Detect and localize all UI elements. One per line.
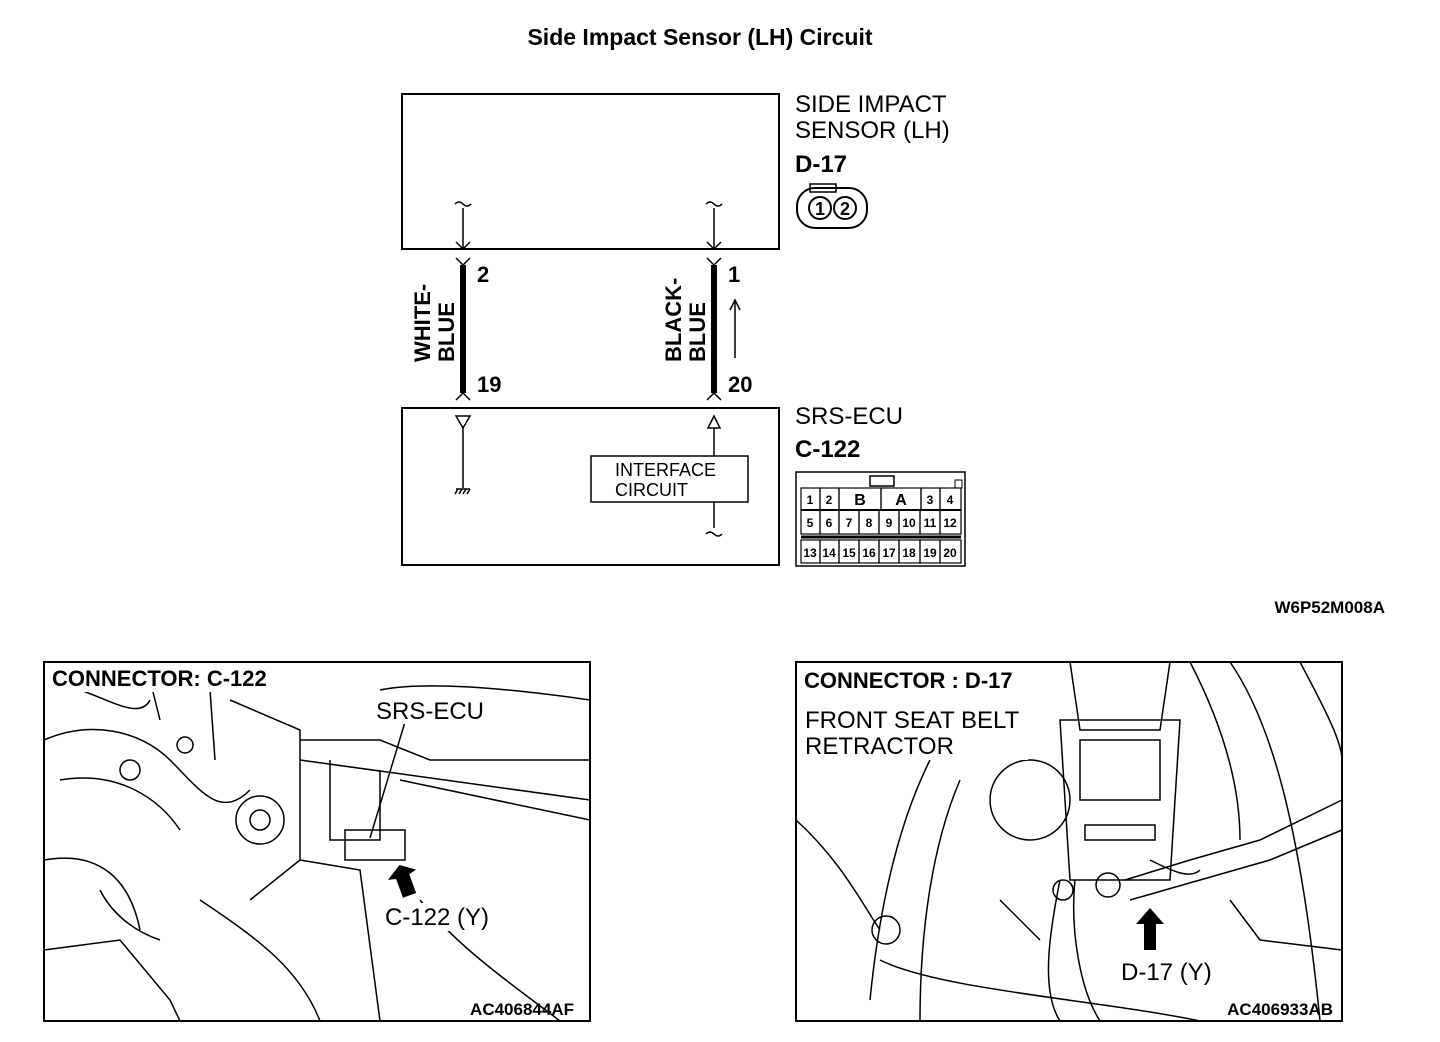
ecu-cell-6: 6: [826, 516, 833, 530]
ecu-cell-A: A: [895, 492, 907, 509]
sensor-internal-stubs: [454, 201, 723, 251]
ecu-internal-wiring: [454, 414, 723, 537]
photo-left-callout: C-122 (Y): [385, 904, 489, 931]
photo-right-component-line1: FRONT SEAT BELT: [805, 707, 1020, 734]
ecu-box: [401, 407, 780, 566]
sensor-pin-1: 1: [815, 199, 825, 219]
sensor-name-line1: SIDE IMPACT: [795, 91, 947, 118]
ecu-cell-2: 2: [826, 493, 833, 507]
interface-circuit-box: [590, 455, 749, 503]
wire1-color-line2: BLUE: [434, 302, 459, 362]
wire2-color-label: BLACK- BLUE: [661, 278, 710, 362]
wire1-ecu-pin: 19: [477, 372, 501, 397]
interface-line1: INTERFACE: [615, 460, 716, 480]
ecu-cell-13: 13: [803, 546, 817, 560]
ecu-cell-15: 15: [842, 546, 856, 560]
ecu-cell-10: 10: [902, 516, 916, 530]
ecu-cell-19: 19: [923, 546, 937, 560]
photo-left-drawing: [43, 679, 591, 1022]
photo-right-code: AC406933AB: [1227, 1000, 1333, 1019]
sensor-pin-2: 2: [840, 199, 850, 219]
ecu-connector-label: C-122: [795, 436, 860, 463]
ecu-cell-B: B: [854, 492, 866, 509]
wire1-color-label: WHITE- BLUE: [410, 284, 459, 362]
sensor-box: [401, 93, 780, 250]
photo-right: CONNECTOR : D-17 FRONT SEAT BELT RETRACT…: [795, 661, 1343, 1022]
ecu-connector-icon: 1 2 B A 3 4 5 6 7 8 9 10 11 12 13 14 15 …: [795, 471, 966, 567]
wire1-color-line1: WHITE-: [410, 284, 435, 362]
photo-left-component: SRS-ECU: [376, 698, 484, 725]
photo-left-arrow-icon: [387, 864, 417, 898]
diagram-title: Side Impact Sensor (LH) Circuit: [527, 24, 873, 50]
ecu-cell-16: 16: [862, 546, 876, 560]
photo-right-component-line2: RETRACTOR: [805, 733, 954, 760]
harness-wires: [455, 257, 741, 401]
ecu-cell-3: 3: [927, 493, 934, 507]
wire2-sensor-pin: 1: [728, 262, 740, 287]
ecu-cell-7: 7: [846, 516, 853, 530]
photo-right-heading: CONNECTOR : D-17: [804, 668, 1013, 693]
sensor-name-line2: SENSOR (LH): [795, 117, 950, 144]
ecu-name: SRS-ECU: [795, 403, 903, 430]
photo-right-drawing: [795, 661, 1343, 1022]
ecu-cell-5: 5: [807, 516, 814, 530]
wire1-sensor-pin: 2: [477, 262, 489, 287]
ecu-cell-14: 14: [822, 546, 836, 560]
wire2-color-line2: BLUE: [685, 302, 710, 362]
ecu-cell-4: 4: [947, 493, 954, 507]
photo-left-heading: CONNECTOR: C-122: [52, 666, 267, 691]
interface-line2: CIRCUIT: [615, 480, 688, 500]
photo-left: CONNECTOR: C-122 SRS-ECU C-122 (Y) AC406…: [43, 661, 591, 1022]
photo-left-code: AC406844AF: [470, 1000, 574, 1019]
ecu-cell-11: 11: [924, 516, 937, 530]
photo-right-callout: D-17 (Y): [1121, 959, 1212, 986]
ecu-cell-18: 18: [902, 546, 916, 560]
ecu-cell-17: 17: [882, 546, 896, 560]
ecu-cell-20: 20: [943, 546, 957, 560]
wire2-color-line1: BLACK-: [661, 278, 686, 362]
ecu-cell-12: 12: [943, 516, 957, 530]
photo-right-arrow-icon: [1136, 908, 1164, 950]
ecu-cell-1: 1: [807, 493, 814, 507]
ecu-cell-9: 9: [886, 516, 893, 530]
diagram-code: W6P52M008A: [1274, 598, 1385, 617]
ecu-cell-8: 8: [866, 516, 873, 530]
wire2-ecu-pin: 20: [728, 372, 752, 397]
sensor-connector-icon: 1 2: [796, 183, 868, 229]
sensor-connector-label: D-17: [795, 151, 847, 178]
